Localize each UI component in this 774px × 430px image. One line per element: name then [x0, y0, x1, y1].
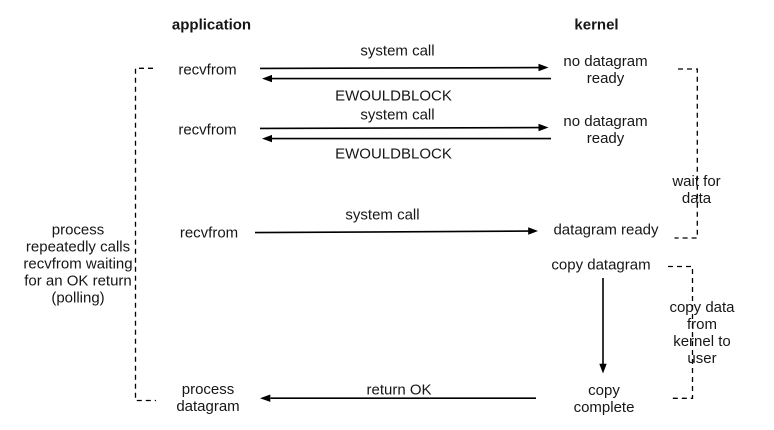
- ewouldblock-arrow-2: [262, 134, 551, 143]
- wait-for-data-note: wait for data: [672, 173, 721, 207]
- no-datagram-ready-label-2: no datagram ready: [563, 113, 648, 147]
- kernel-column-header: kernel: [574, 16, 619, 34]
- polling-span-bracket: [134, 67, 156, 402]
- wait-for-data-bracket: [674, 68, 698, 239]
- return-ok-arrow: [260, 394, 536, 402]
- return-ok-label: return OK: [366, 381, 432, 399]
- syscall-arrow-1: [259, 63, 549, 72]
- process-datagram-label: process datagram: [176, 381, 240, 415]
- ewouldblock-label-1: EWOULDBLOCK: [335, 87, 452, 105]
- system-call-label-3: system call: [345, 206, 420, 224]
- copy-datagram-arrow: [599, 278, 607, 374]
- recvfrom-label-3: recvfrom: [179, 224, 239, 242]
- ewouldblock-arrow-1: [262, 74, 551, 83]
- application-column-header: application: [171, 16, 252, 34]
- copy-data-note: copy data from kernel to user: [669, 298, 735, 367]
- recvfrom-label-1: recvfrom: [178, 61, 237, 79]
- recvfrom-label-2: recvfrom: [178, 121, 237, 139]
- copy-complete-label: copy complete: [573, 382, 635, 416]
- system-call-label-1: system call: [360, 42, 435, 59]
- datagram-ready-label: datagram ready: [553, 221, 659, 239]
- ewouldblock-label-2: EWOULDBLOCK: [335, 145, 452, 162]
- no-datagram-ready-label-1: no datagram ready: [563, 53, 648, 87]
- syscall-arrow-2: [259, 123, 549, 132]
- system-call-label-2: system call: [360, 106, 435, 123]
- copy-data-bracket: [668, 265, 694, 399]
- polling-note: process repeatedly calls recvfrom waitin…: [23, 221, 133, 306]
- copy-datagram-label: copy datagram: [551, 256, 651, 274]
- syscall-arrow-3: [254, 227, 538, 235]
